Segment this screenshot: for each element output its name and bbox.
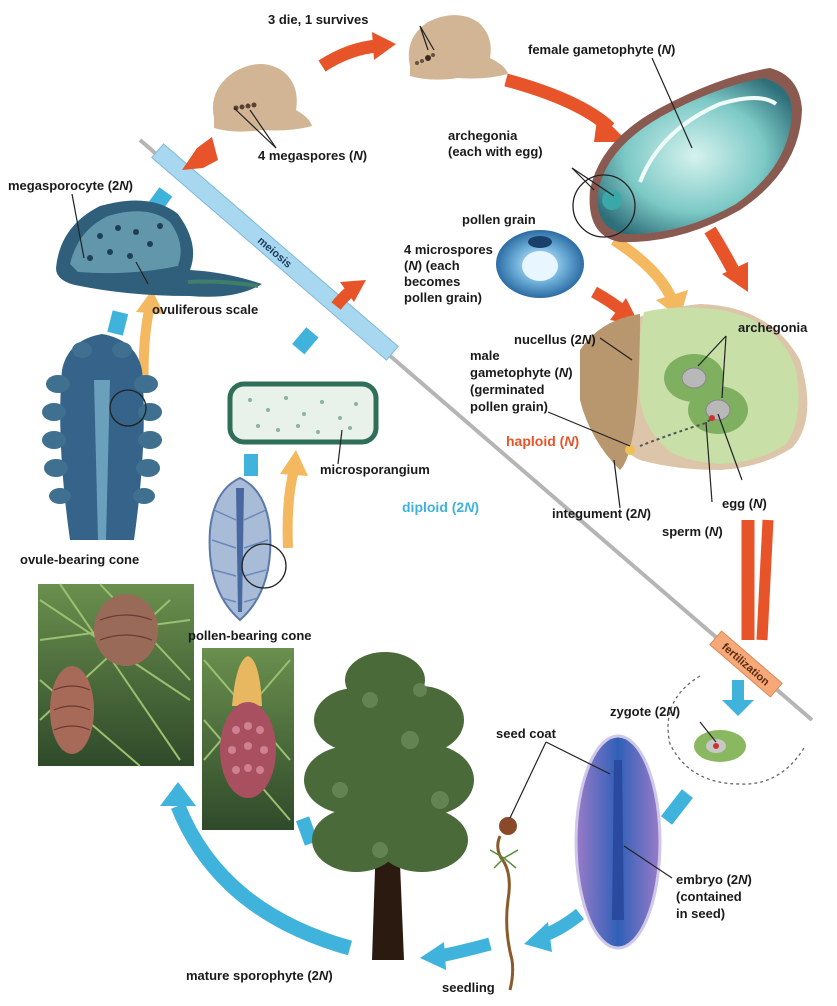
red-arrow-megaspores-to-survivor	[318, 39, 379, 72]
label-archegonia-top: archegonia(each with egg)	[448, 128, 543, 159]
label-sperm: sperm (N)	[662, 524, 723, 539]
ovule-cone-highlight-circle	[109, 389, 147, 427]
leader-lines	[71, 25, 743, 879]
ovule-4-megaspores-illustration	[212, 64, 312, 132]
megasporocyte-scale-illustration	[56, 200, 262, 297]
label-seedling: seedling	[442, 980, 495, 995]
pollen-cone-highlight-circle	[241, 543, 287, 589]
fertilization-label: fertilization	[719, 641, 771, 689]
female-gametophyte-illustration	[572, 68, 802, 243]
blue-arrow-sporophyte-to-cones	[171, 803, 353, 956]
tan-arrow-gametophyte-to-ovule	[610, 235, 678, 303]
label-4-megaspores: 4 megaspores (N)	[258, 148, 367, 163]
diploid-arrows	[107, 187, 754, 970]
microsporangium-illustration	[227, 381, 379, 445]
ovule-fertilization-illustration	[580, 304, 808, 470]
mature-sporophyte-tree	[304, 652, 474, 960]
pollen-bearing-cone-section	[208, 476, 287, 622]
label-egg: egg (N)	[722, 496, 767, 511]
labels: 3 die, 1 survives female gametophyte (N)…	[8, 12, 808, 995]
label-archegonia-right: archegonia	[738, 320, 808, 335]
label-4-microspores: 4 microspores (N) (each becomes pollen g…	[404, 242, 497, 305]
photo-pollen-cone	[202, 648, 294, 830]
label-haploid: haploid (N)	[506, 433, 579, 449]
photo-ovule-cone	[38, 583, 194, 767]
seed-illustration	[574, 734, 662, 950]
label-female-gametophyte: female gametophyte (N)	[528, 42, 675, 57]
label-male-gametophyte: male gametophyte (N) (germinated pollen …	[470, 348, 576, 414]
haploid-arrows	[182, 32, 774, 641]
archegonia-highlight-circle	[572, 174, 636, 238]
fertilization-band: fertilization	[709, 630, 783, 698]
label-megasporocyte: megasporocyte (2N)	[8, 178, 133, 193]
label-microsporangium: microsporangium	[320, 462, 430, 477]
pollen-grain-illustration	[496, 230, 584, 298]
blue-arrow-seedling-to-sporophyte	[438, 937, 492, 963]
label-seed-coat: seed coat	[496, 726, 557, 741]
label-3-die-1-survives: 3 die, 1 survives	[268, 12, 368, 27]
label-integument: integument (2N)	[552, 506, 651, 521]
label-nucellus: nucellus (2N)	[514, 332, 596, 347]
seedling-illustration	[489, 817, 519, 991]
red-arrow-to-female-gametophyte	[504, 73, 615, 133]
red-arrow-to-archegonia	[704, 226, 742, 279]
label-ovuliferous-scale: ovuliferous scale	[152, 302, 258, 317]
label-ovule-bearing-cone: ovule-bearing cone	[20, 552, 139, 567]
tan-arrow-cone-to-microsporangium	[282, 468, 299, 549]
label-zygote: zygote (2N)	[610, 704, 680, 719]
label-mature-sporophyte: mature sporophyte (2N)	[186, 968, 333, 983]
red-arrow-meiosis-to-megaspores	[182, 137, 218, 170]
label-embryo: embryo (2N) (contained in seed)	[676, 872, 756, 921]
label-pollen-bearing-cone: pollen-bearing cone	[188, 628, 312, 643]
ovule-survivor-illustration	[408, 15, 508, 80]
label-pollen-grain: pollen grain	[462, 212, 536, 227]
label-diploid: diploid (2N)	[402, 499, 479, 515]
ovule-bearing-cone-section	[42, 334, 162, 540]
zygote-illustration	[667, 675, 805, 785]
